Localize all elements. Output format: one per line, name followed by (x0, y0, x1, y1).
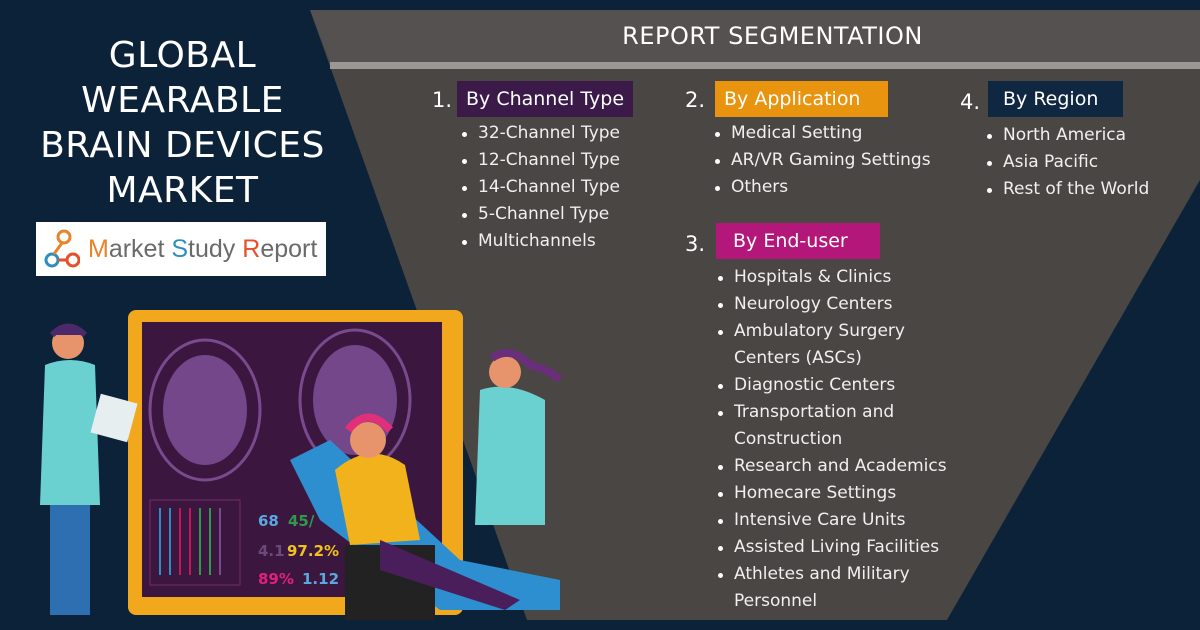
list-item: 32-Channel Type (458, 120, 620, 147)
application-list: Medical Setting AR/VR Gaming Settings Ot… (711, 120, 931, 201)
readout-3: 4.1 (258, 542, 285, 560)
list-item: Ambulatory Surgery (714, 318, 947, 345)
list-item: Multichannels (458, 228, 620, 255)
list-item: Neurology Centers (714, 291, 947, 318)
segment-number: 1. (432, 88, 453, 112)
list-item: 14-Channel Type (458, 174, 620, 201)
list-item: Rest of the World (983, 176, 1149, 203)
segment-header-end-user: By End-user (716, 223, 880, 259)
list-item: Research and Academics (714, 453, 947, 480)
illustration-people (40, 323, 563, 620)
segment-header-application: By Application (715, 81, 888, 117)
segment-number: 4. (960, 90, 981, 114)
readout-5: 89% (258, 570, 294, 588)
segment-number: 2. (685, 88, 706, 112)
readout-1: 68 (258, 512, 279, 530)
title-line: WEARABLE (81, 80, 284, 121)
segment-header-channel-type: By Channel Type (457, 81, 634, 117)
title-line: GLOBAL (108, 35, 257, 76)
title-line: MARKET (106, 170, 259, 211)
segment-header-region: By Region (988, 81, 1123, 117)
list-item-continuation: Construction (734, 429, 843, 449)
list-item-continuation: Personnel (734, 591, 818, 611)
list-item: Diagnostic Centers (714, 372, 947, 399)
list-item: Athletes and Military (714, 561, 947, 588)
list-item: Medical Setting (711, 120, 931, 147)
readout-4: 97.2% (287, 542, 339, 560)
list-item: North America (983, 122, 1149, 149)
logo-text: Market Study Report (88, 234, 318, 263)
list-item: Intensive Care Units (714, 507, 947, 534)
segment-number: 3. (685, 232, 706, 256)
list-item: Others (711, 174, 931, 201)
region-list: North America Asia Pacific Rest of the W… (983, 122, 1149, 203)
channel-type-list: 32-Channel Type 12-Channel Type 14-Chann… (458, 120, 620, 255)
list-item: Asia Pacific (983, 149, 1149, 176)
end-user-list: Hospitals & Clinics Neurology Centers Am… (714, 264, 947, 615)
page-title: GLOBAL WEARABLE BRAIN DEVICES MARKET (10, 33, 355, 213)
molecule-icon (44, 229, 80, 268)
list-item: 5-Channel Type (458, 201, 620, 228)
title-line: BRAIN DEVICES (40, 125, 325, 166)
list-item-continuation: Centers (ASCs) (734, 348, 862, 368)
list-item: 12-Channel Type (458, 147, 620, 174)
readout-2: 45/ (288, 512, 315, 530)
segmentation-title: REPORT SEGMENTATION (622, 22, 923, 50)
list-item: Assisted Living Facilities (714, 534, 947, 561)
list-item: Transportation and (714, 399, 947, 426)
list-item: AR/VR Gaming Settings (711, 147, 931, 174)
market-study-report-logo: Market Study Report (36, 222, 326, 276)
readout-6: 1.12 (302, 570, 339, 588)
list-item: Hospitals & Clinics (714, 264, 947, 291)
list-item: Homecare Settings (714, 480, 947, 507)
